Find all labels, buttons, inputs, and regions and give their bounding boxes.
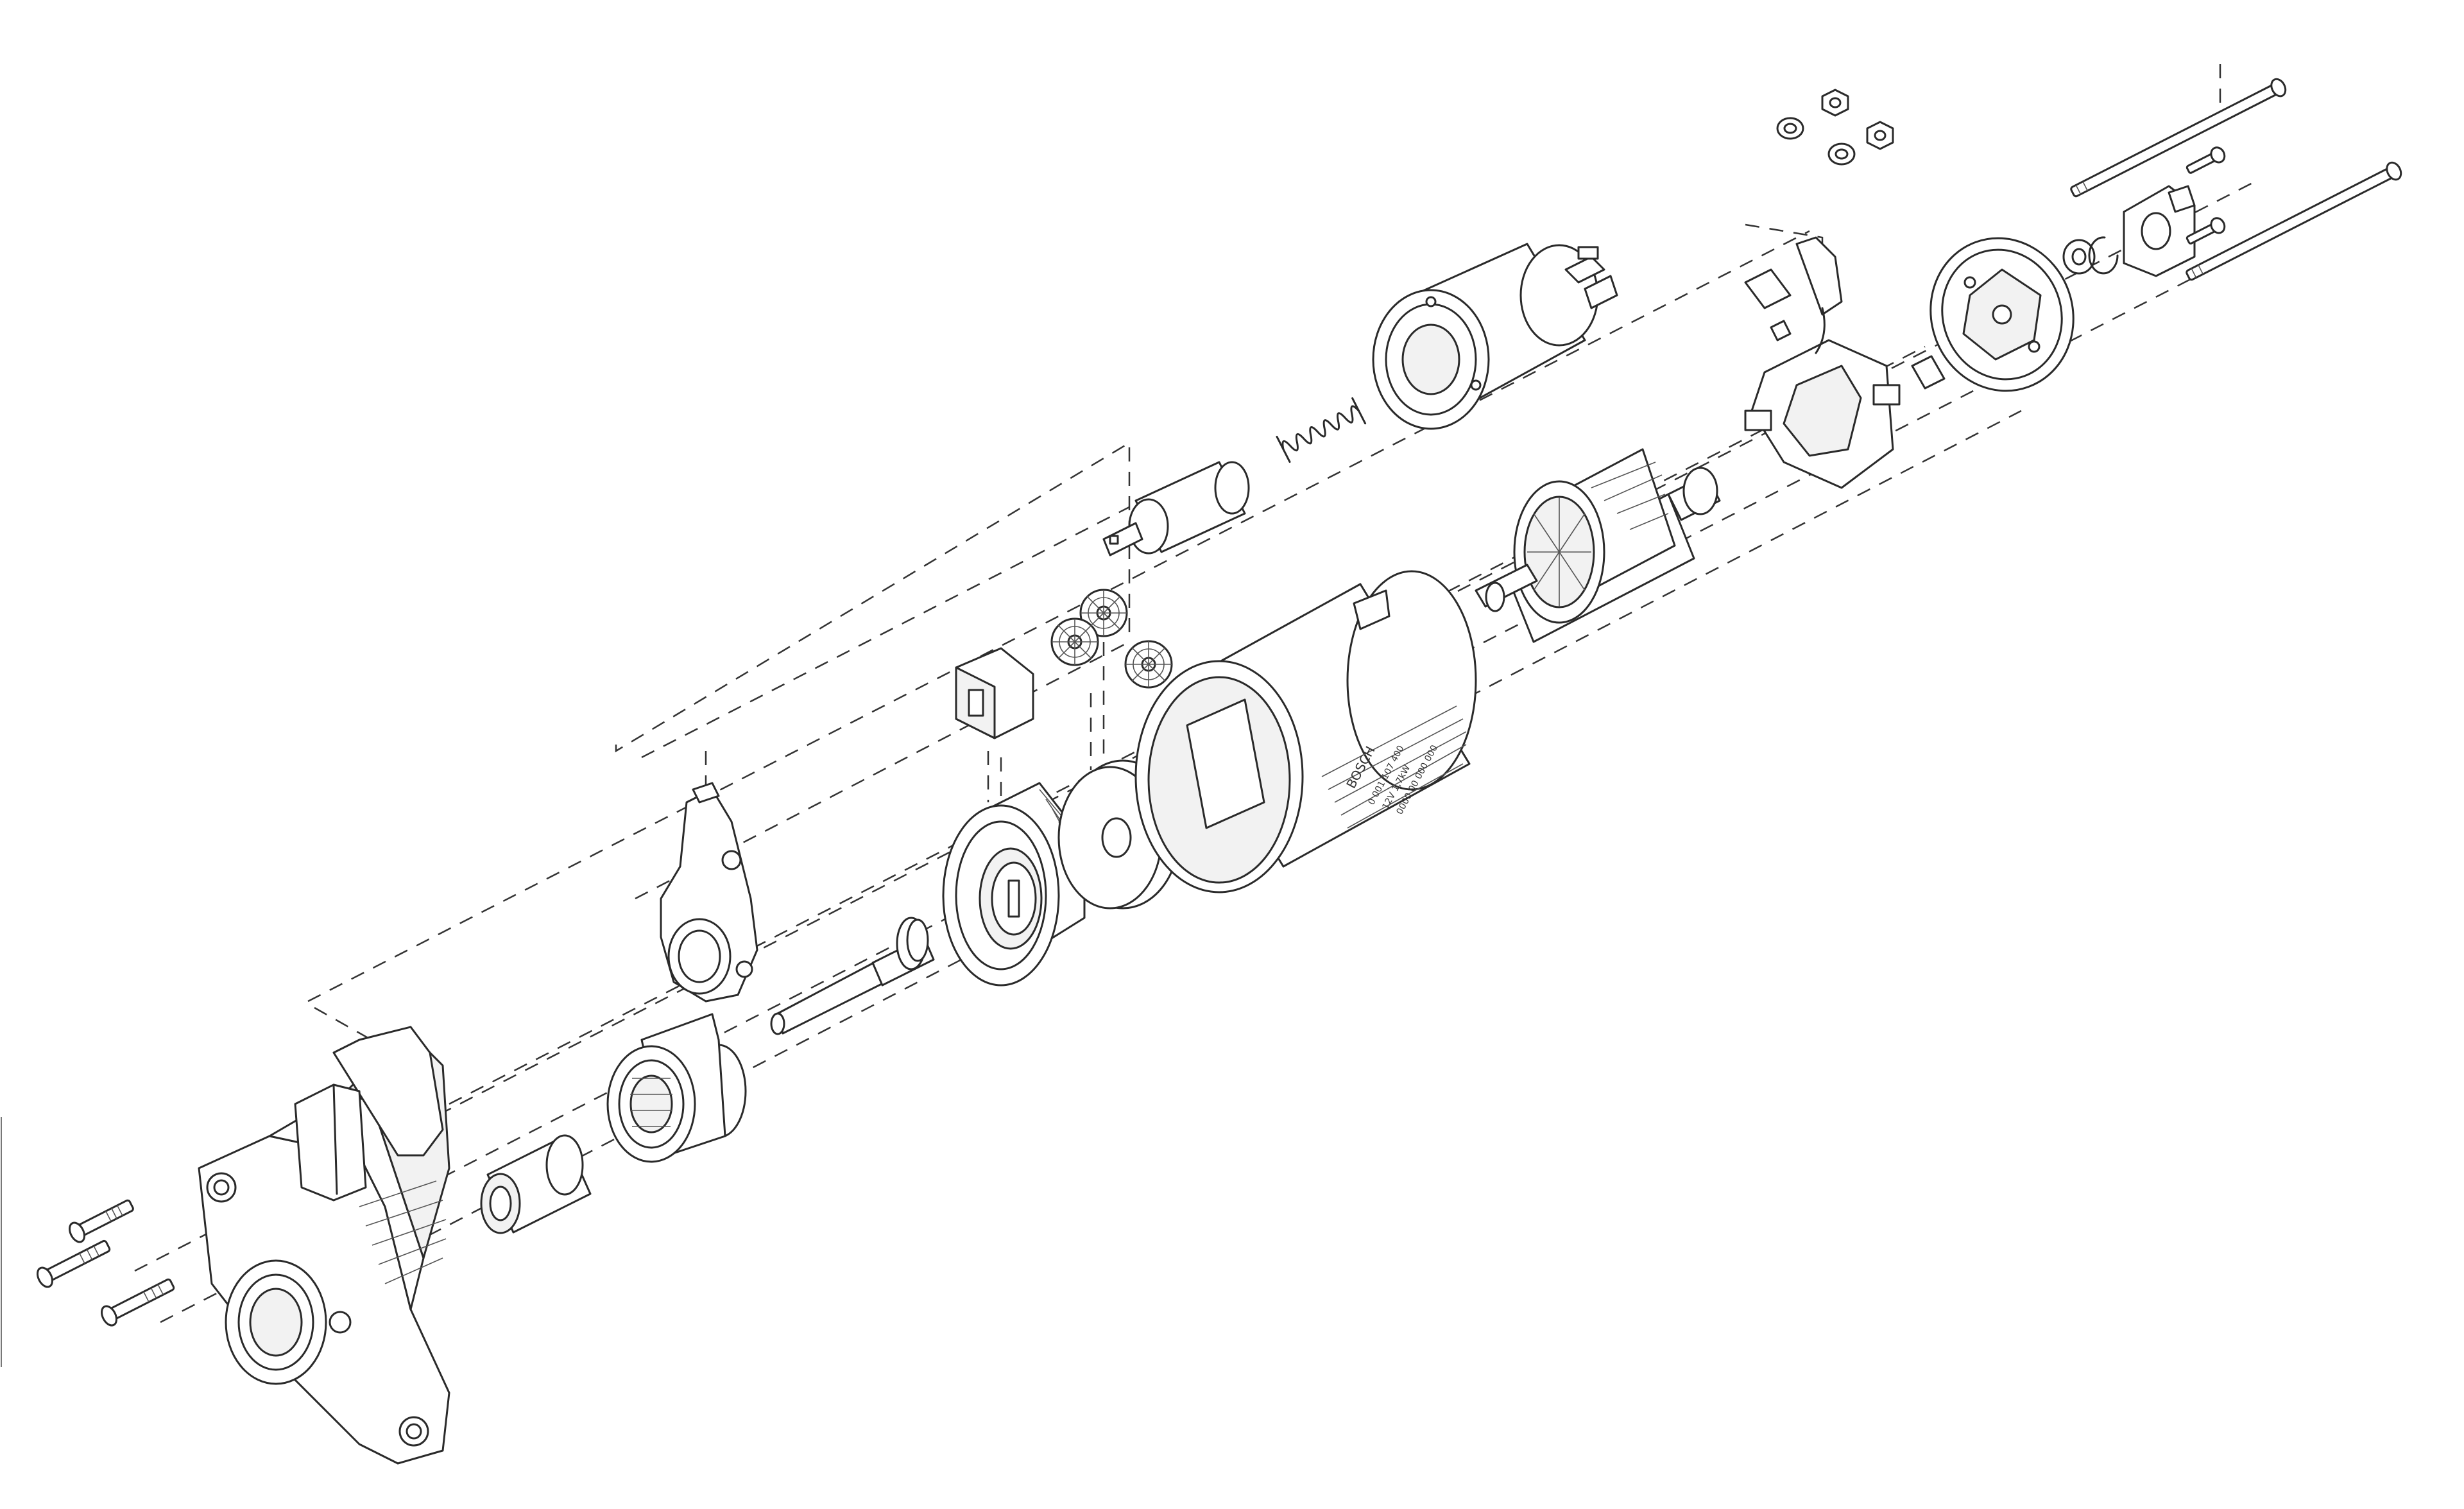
drive-shaft xyxy=(770,917,935,1035)
drive-end-housing xyxy=(198,1026,450,1465)
housing-screws xyxy=(37,1199,175,1327)
overrunning-clutch xyxy=(606,1013,747,1163)
terminal-nuts-washers xyxy=(1776,89,1894,166)
planet-gears xyxy=(1050,589,1173,689)
commutator-end-shield xyxy=(1929,237,2075,392)
end-cap xyxy=(2062,185,2196,277)
engaging-lever xyxy=(660,782,758,1003)
solenoid-switch xyxy=(1372,243,1618,430)
pinion-sleeve xyxy=(480,1134,592,1234)
pole-housing: BOSCH 0 001 107 400 12V 1,7kW 0000 00 00… xyxy=(1134,570,1477,893)
solenoid-plunger xyxy=(1102,461,1250,556)
armature xyxy=(1475,448,1721,643)
brush-holder xyxy=(1744,236,1946,489)
rubber-seal-block xyxy=(955,647,1034,739)
through-bolts xyxy=(2070,78,2402,281)
return-spring xyxy=(1276,397,1367,463)
planetary-gear-carrier xyxy=(942,782,1088,987)
